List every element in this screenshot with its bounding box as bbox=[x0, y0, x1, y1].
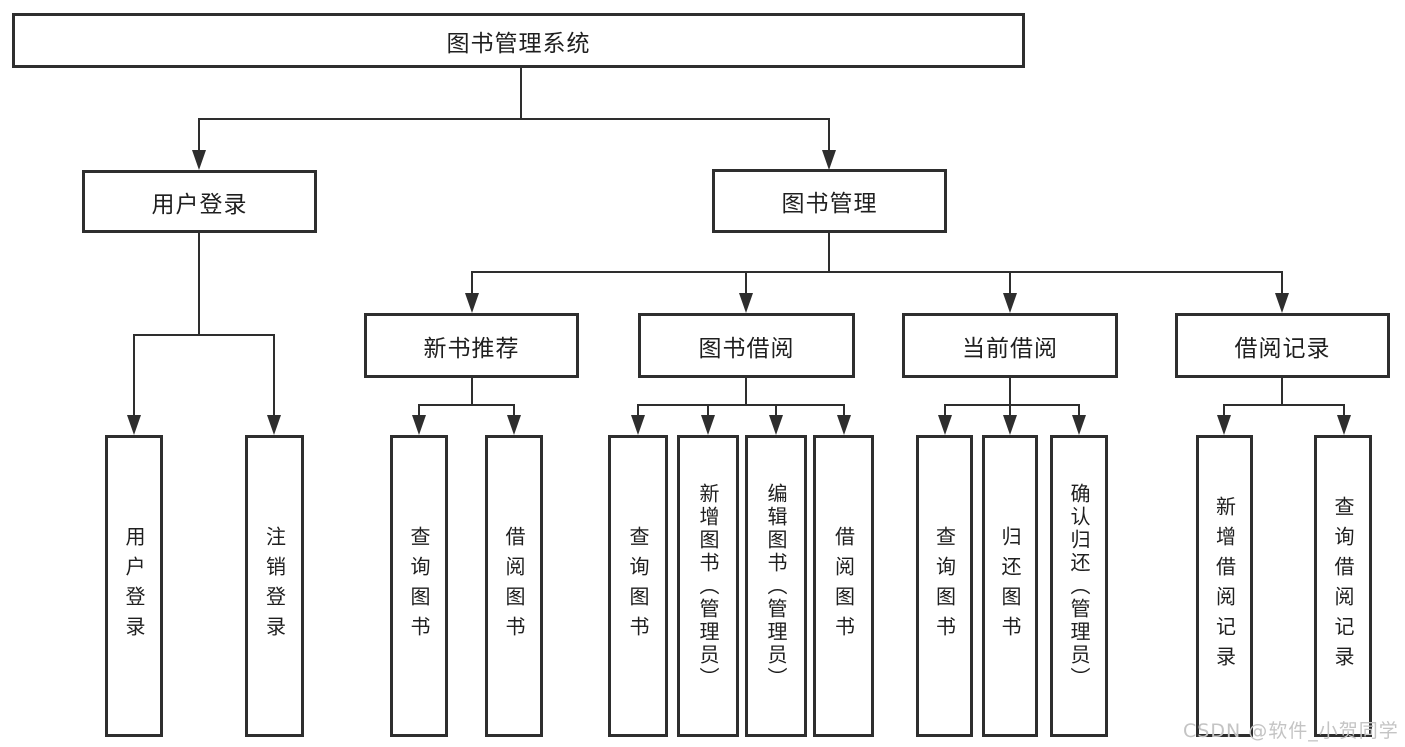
edge-to-cur-query bbox=[944, 404, 946, 418]
arrowhead-login bbox=[127, 415, 141, 435]
arrowhead-cur-confirm bbox=[1072, 415, 1086, 435]
arrowhead-records bbox=[1275, 293, 1289, 313]
edge-borrowing-stub bbox=[745, 378, 747, 405]
leaf-query-borrow-record: 查询借阅记录 bbox=[1314, 435, 1372, 737]
edge-to-new-books bbox=[471, 271, 473, 299]
leaf-return-books: 归还图书 bbox=[982, 435, 1038, 737]
node-user-login: 用户登录 bbox=[82, 170, 317, 233]
edge-to-borrowing bbox=[745, 271, 747, 299]
edge-user-login-stub bbox=[198, 233, 200, 335]
leaf-borrow-books-1: 借阅图书 bbox=[485, 435, 543, 737]
leaf-borrow-books-2: 借阅图书 bbox=[813, 435, 874, 737]
leaf-add-books-admin: 新增图书（管理员） bbox=[677, 435, 739, 737]
leaf-query-books-1: 查询图书 bbox=[390, 435, 448, 737]
edge-book-mgmt-stub bbox=[828, 233, 830, 273]
edge-to-logout bbox=[273, 334, 275, 418]
edge-records-stub bbox=[1281, 378, 1283, 405]
edge-new-books-branch bbox=[418, 404, 515, 406]
node-new-book-recommend: 新书推荐 bbox=[364, 313, 579, 378]
edge-level3-branch bbox=[471, 271, 1283, 273]
arrowhead-cur-return bbox=[1003, 415, 1017, 435]
edge-to-rec-query bbox=[1343, 404, 1345, 418]
arrowhead-bw-query bbox=[631, 415, 645, 435]
edge-root-stub bbox=[520, 68, 522, 119]
arrowhead-bw-edit bbox=[769, 415, 783, 435]
node-root-system: 图书管理系统 bbox=[12, 13, 1025, 68]
arrowhead-bw-borrow bbox=[837, 415, 851, 435]
leaf-user-login: 用户登录 bbox=[105, 435, 163, 737]
node-current-borrowing: 当前借阅 bbox=[902, 313, 1118, 378]
edge-to-login bbox=[133, 334, 135, 418]
edge-user-login-branch bbox=[133, 334, 275, 336]
leaf-logout: 注销登录 bbox=[245, 435, 304, 737]
leaf-query-books-2: 查询图书 bbox=[608, 435, 668, 737]
csdn-watermark: CSDN @软件_小贺同学 bbox=[1183, 720, 1399, 742]
edge-current-stub bbox=[1009, 378, 1011, 405]
edge-to-bw-edit bbox=[775, 404, 777, 418]
edge-to-cur-return bbox=[1009, 404, 1011, 418]
arrowhead-rec-query bbox=[1337, 415, 1351, 435]
arrowhead-logout bbox=[267, 415, 281, 435]
arrowhead-book-mgmt bbox=[822, 150, 836, 170]
node-book-borrowing: 图书借阅 bbox=[638, 313, 855, 378]
edge-to-records bbox=[1281, 271, 1283, 299]
leaf-edit-books-admin: 编辑图书（管理员） bbox=[745, 435, 807, 737]
leaf-add-borrow-record: 新增借阅记录 bbox=[1196, 435, 1253, 737]
edge-to-book-mgmt bbox=[828, 118, 830, 158]
arrowhead-bw-add bbox=[701, 415, 715, 435]
edge-to-bw-query bbox=[637, 404, 639, 418]
leaf-confirm-return-admin: 确认归还（管理员） bbox=[1050, 435, 1108, 737]
arrowhead-cur-query bbox=[938, 415, 952, 435]
arrowhead-borrowing bbox=[739, 293, 753, 313]
arrowhead-rec-add bbox=[1217, 415, 1231, 435]
edge-borrowing-branch bbox=[637, 404, 845, 406]
edge-to-current bbox=[1009, 271, 1011, 299]
edge-to-cur-confirm bbox=[1078, 404, 1080, 418]
edge-new-books-stub bbox=[471, 378, 473, 405]
arrowhead-nb-query bbox=[412, 415, 426, 435]
edge-to-user-login bbox=[198, 118, 200, 158]
arrowhead-nb-borrow bbox=[507, 415, 521, 435]
edge-to-bw-borrow bbox=[843, 404, 845, 418]
edge-current-branch bbox=[944, 404, 1080, 406]
edge-to-nb-borrow bbox=[513, 404, 515, 418]
edge-level1-branch bbox=[198, 118, 830, 120]
edge-to-rec-add bbox=[1223, 404, 1225, 418]
node-book-management: 图书管理 bbox=[712, 169, 947, 233]
edge-to-nb-query bbox=[418, 404, 420, 418]
arrowhead-current bbox=[1003, 293, 1017, 313]
arrowhead-new-books bbox=[465, 293, 479, 313]
edge-to-bw-add bbox=[707, 404, 709, 418]
arrowhead-user-login bbox=[192, 150, 206, 170]
node-borrowing-records: 借阅记录 bbox=[1175, 313, 1390, 378]
leaf-query-books-3: 查询图书 bbox=[916, 435, 973, 737]
edge-records-branch bbox=[1223, 404, 1345, 406]
